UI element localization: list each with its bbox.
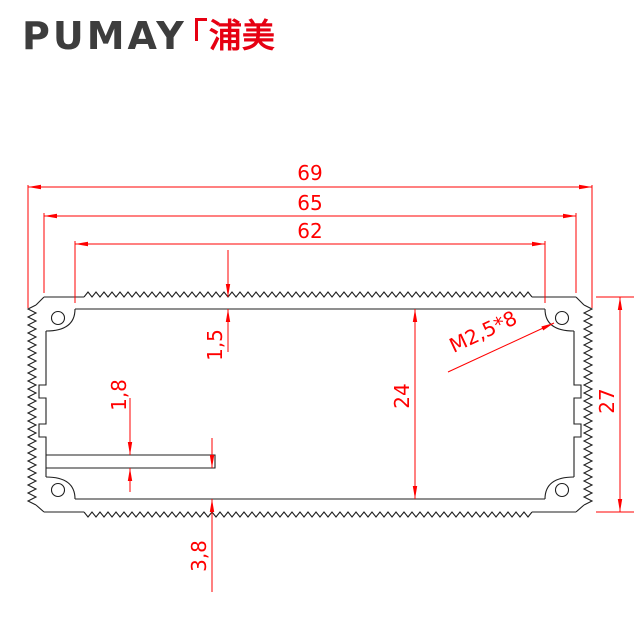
pcb-rail-ledge [46,454,216,469]
corner-steps [35,296,585,513]
screw-hole-bottom-left [50,482,66,498]
brand-name-cjk: 浦美 [208,16,275,55]
dim-overall-width-label: 69 [297,161,322,185]
extrusion-profile [26,291,594,518]
dim-overall-height-label: 27 [595,388,619,413]
brand-bracket-icon [194,18,207,41]
dimension-annotations: 69 65 62 1,5 1,8 24 27 3,8 M2,5*8 [27,161,634,592]
extension-lines [27,185,634,513]
dim-body-width-label: 65 [297,191,322,215]
dim-bottom-slot-label: 3,8 [187,540,211,572]
brand-name-latin: PUMAY [22,14,187,58]
right-inner-wall [573,331,582,477]
brand-logo: PUMAY 浦美 [22,14,275,58]
dim-inner-width-label: 62 [297,219,322,243]
screw-hole-bottom-right [554,482,570,498]
left-knurl-edge [26,304,38,506]
bottom-edge-serration [83,511,533,518]
screw-hole-top-right [554,310,570,326]
right-knurl-edge [582,304,594,506]
leader-screw-callout [447,322,555,373]
top-edge-serration [83,291,533,298]
dim-rail-thickness-label: 1,8 [107,379,131,411]
screw-callout-label: M2,5*8 [445,306,520,358]
dim-top-wall-label: 1,5 [203,329,227,361]
left-inner-wall [38,331,47,477]
dim-inner-height-label: 24 [390,383,414,408]
screw-hole-top-left [50,310,66,326]
